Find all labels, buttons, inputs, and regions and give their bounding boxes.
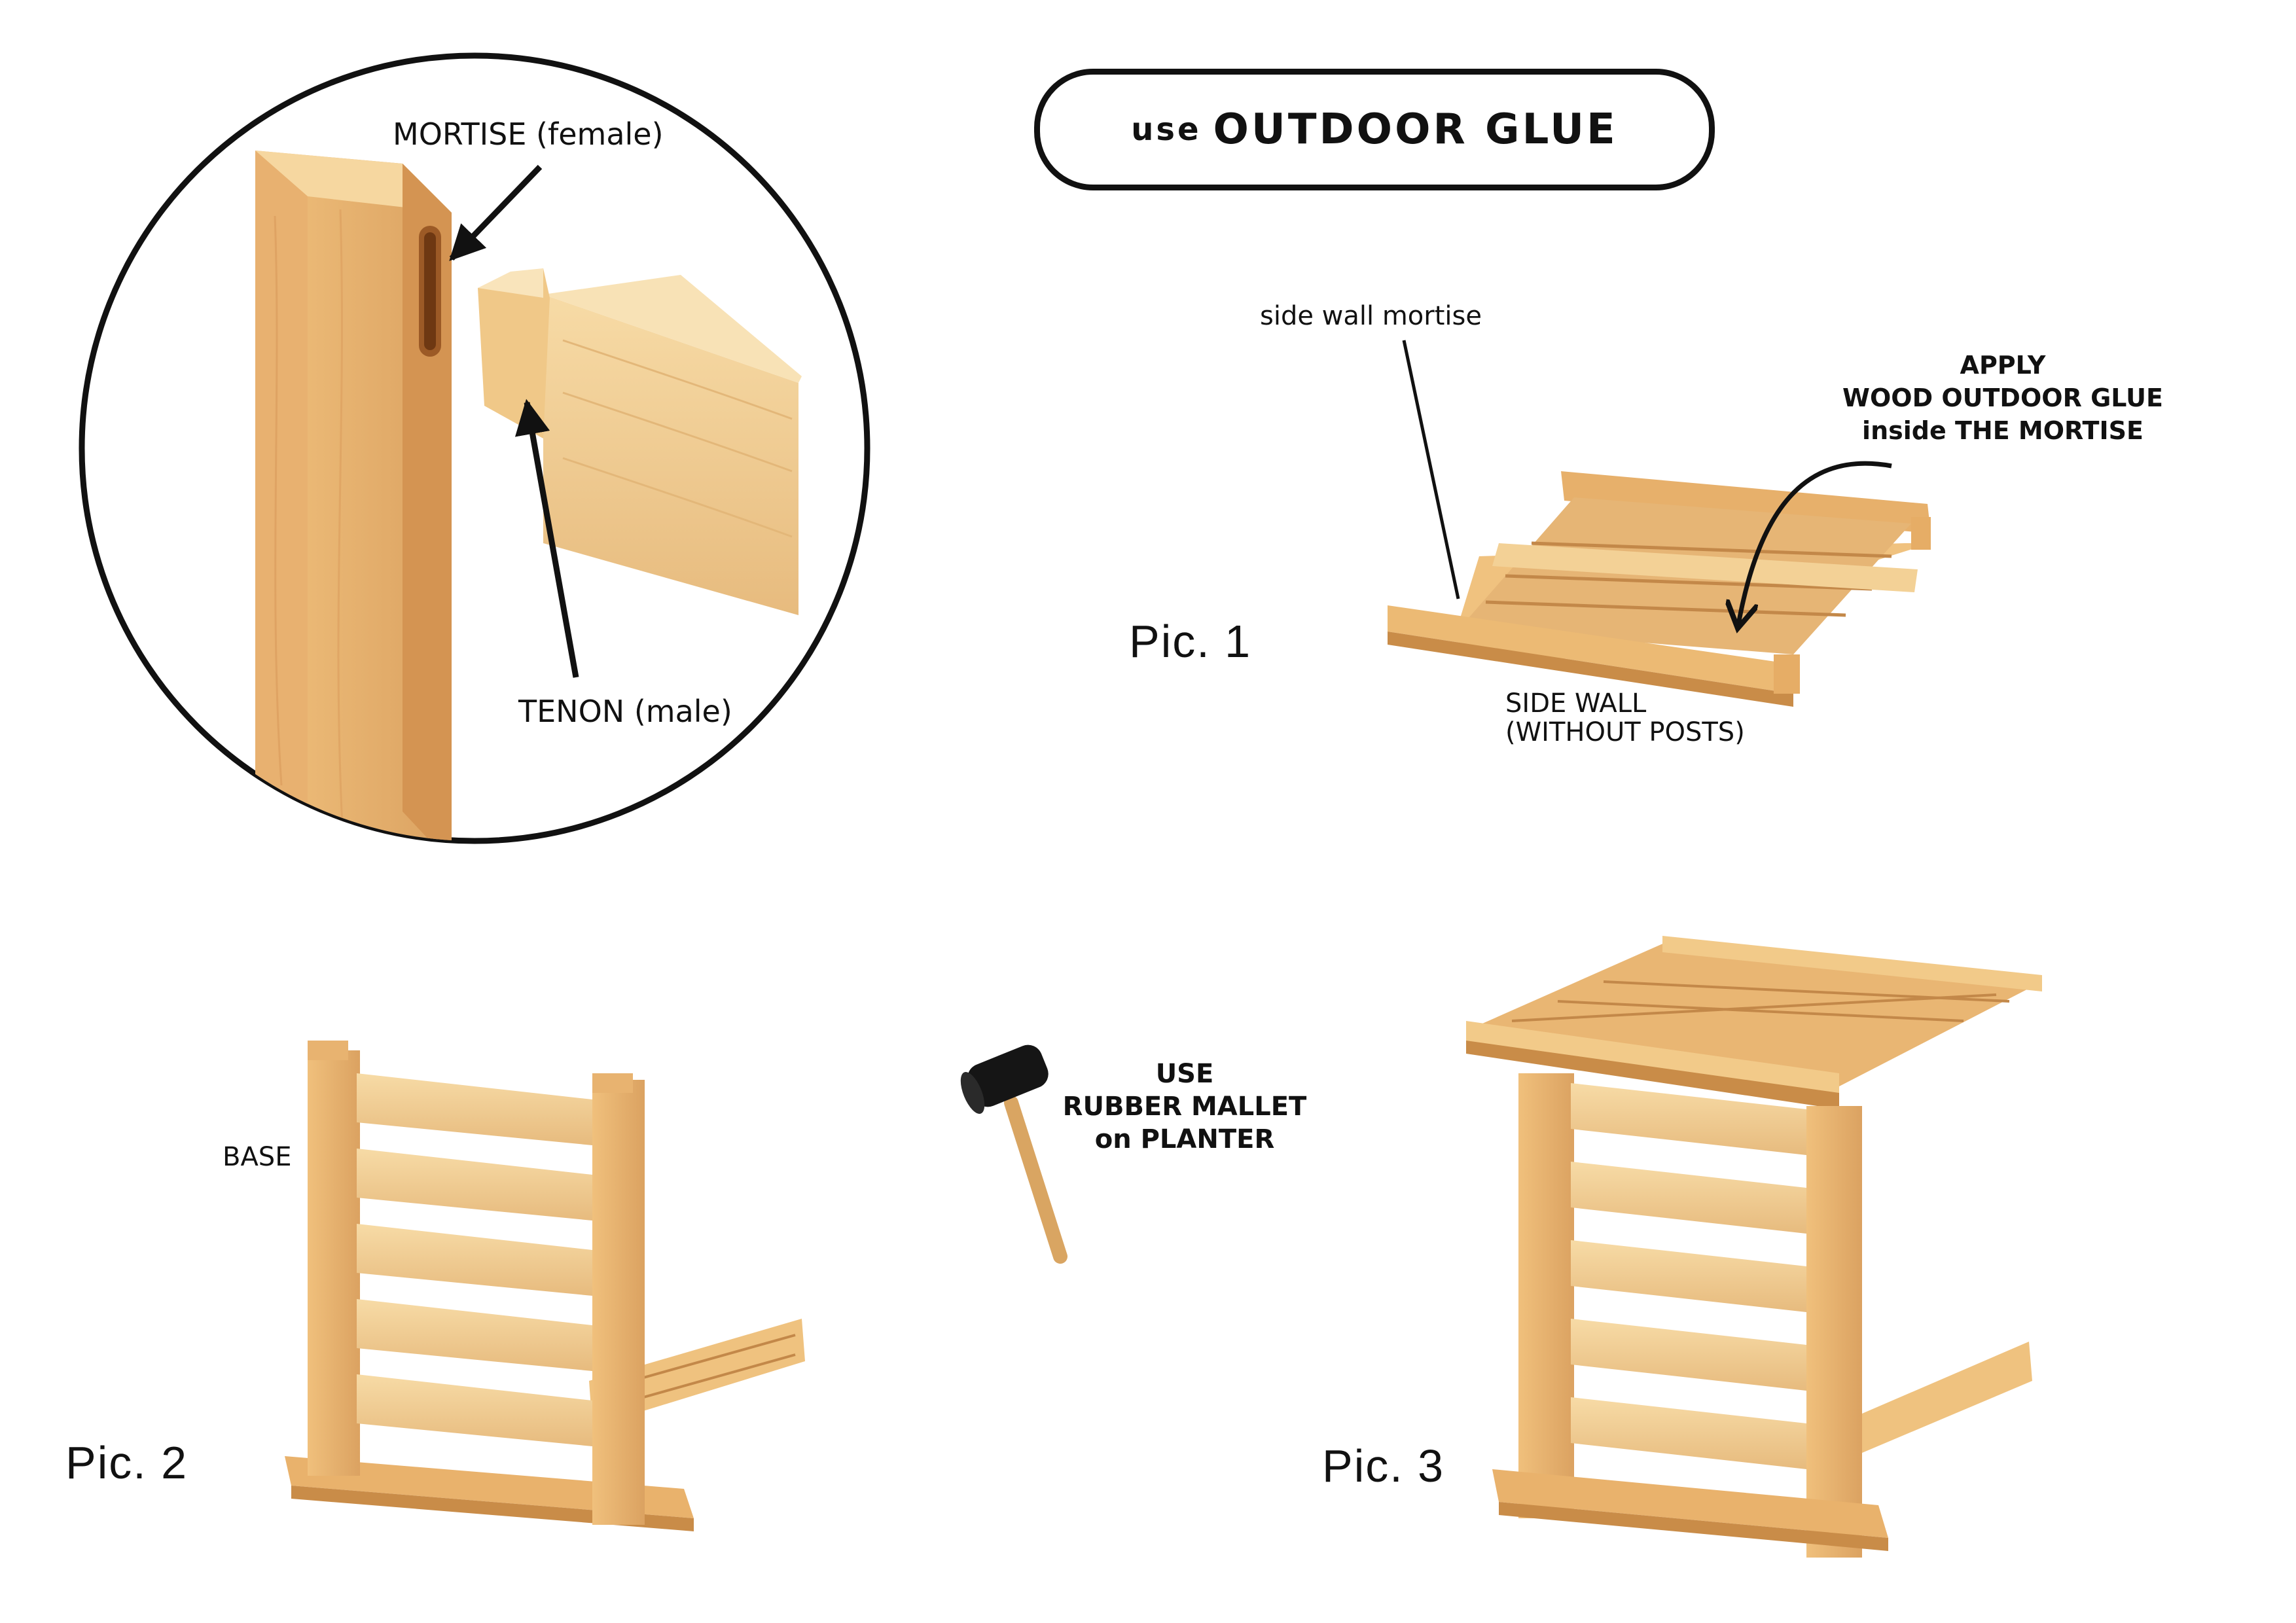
pic3-planter-illustration <box>1466 936 2042 1558</box>
glue-arrow <box>1738 461 1892 628</box>
mortise-label: MORTISE (female) <box>393 116 664 152</box>
mallet-instruction-line-1: USE <box>1155 1059 1214 1089</box>
pic3-caption: Pic. 3 <box>1322 1440 1445 1491</box>
mallet-instruction-line-2: RUBBER MALLET <box>1062 1092 1307 1122</box>
glue-badge-main: OUTDOOR GLUE <box>1213 105 1618 154</box>
glue-instruction-line-2: WOOD OUTDOOR GLUE <box>1842 383 2163 412</box>
pic2-caption: Pic. 2 <box>65 1437 188 1488</box>
glue-instruction-line-3: inside THE MORTISE <box>1862 416 2144 445</box>
glue-instruction: APPLY WOOD OUTDOOR GLUE inside THE MORTI… <box>1820 349 2186 447</box>
mortise-arrow <box>449 164 543 261</box>
mortise-post <box>255 151 452 841</box>
pic1-caption: Pic. 1 <box>1129 616 1252 667</box>
side-wall-mortise-label: side wall mortise <box>1260 301 1482 331</box>
base-label: BASE <box>223 1142 292 1172</box>
pic2-left-post <box>308 1050 360 1476</box>
side-wall-label-line-2: (WITHOUT POSTS) <box>1505 717 1745 747</box>
tenon-label: TENON (male) <box>518 694 732 729</box>
side-wall-label: SIDE WALL (WITHOUT POSTS) <box>1505 689 1745 747</box>
mallet-instruction: USE RUBBER MALLET on PLANTER <box>1047 1058 1322 1156</box>
rubber-mallet-icon <box>960 1044 1067 1264</box>
pic3-right-post <box>1806 1106 1862 1558</box>
outdoor-glue-badge: use OUTDOOR GLUE <box>1034 69 1715 190</box>
pic1-side-wall-illustration <box>1388 340 1931 707</box>
side-wall-mortise-leader <box>1402 340 1460 599</box>
mallet-instruction-line-3: on PLANTER <box>1094 1124 1275 1154</box>
joint-detail-circle <box>79 52 870 844</box>
pic3-left-post <box>1518 1073 1574 1518</box>
side-wall-label-line-1: SIDE WALL <box>1505 688 1647 719</box>
pic2-base-illustration <box>285 1041 805 1531</box>
tenon-tongue <box>478 268 550 438</box>
tenon-arrow <box>514 399 579 678</box>
pic2-right-post <box>592 1080 645 1525</box>
glue-badge-prefix: use <box>1131 111 1202 148</box>
tenon-board <box>478 268 802 615</box>
glue-instruction-line-1: APPLY <box>1960 351 2046 380</box>
